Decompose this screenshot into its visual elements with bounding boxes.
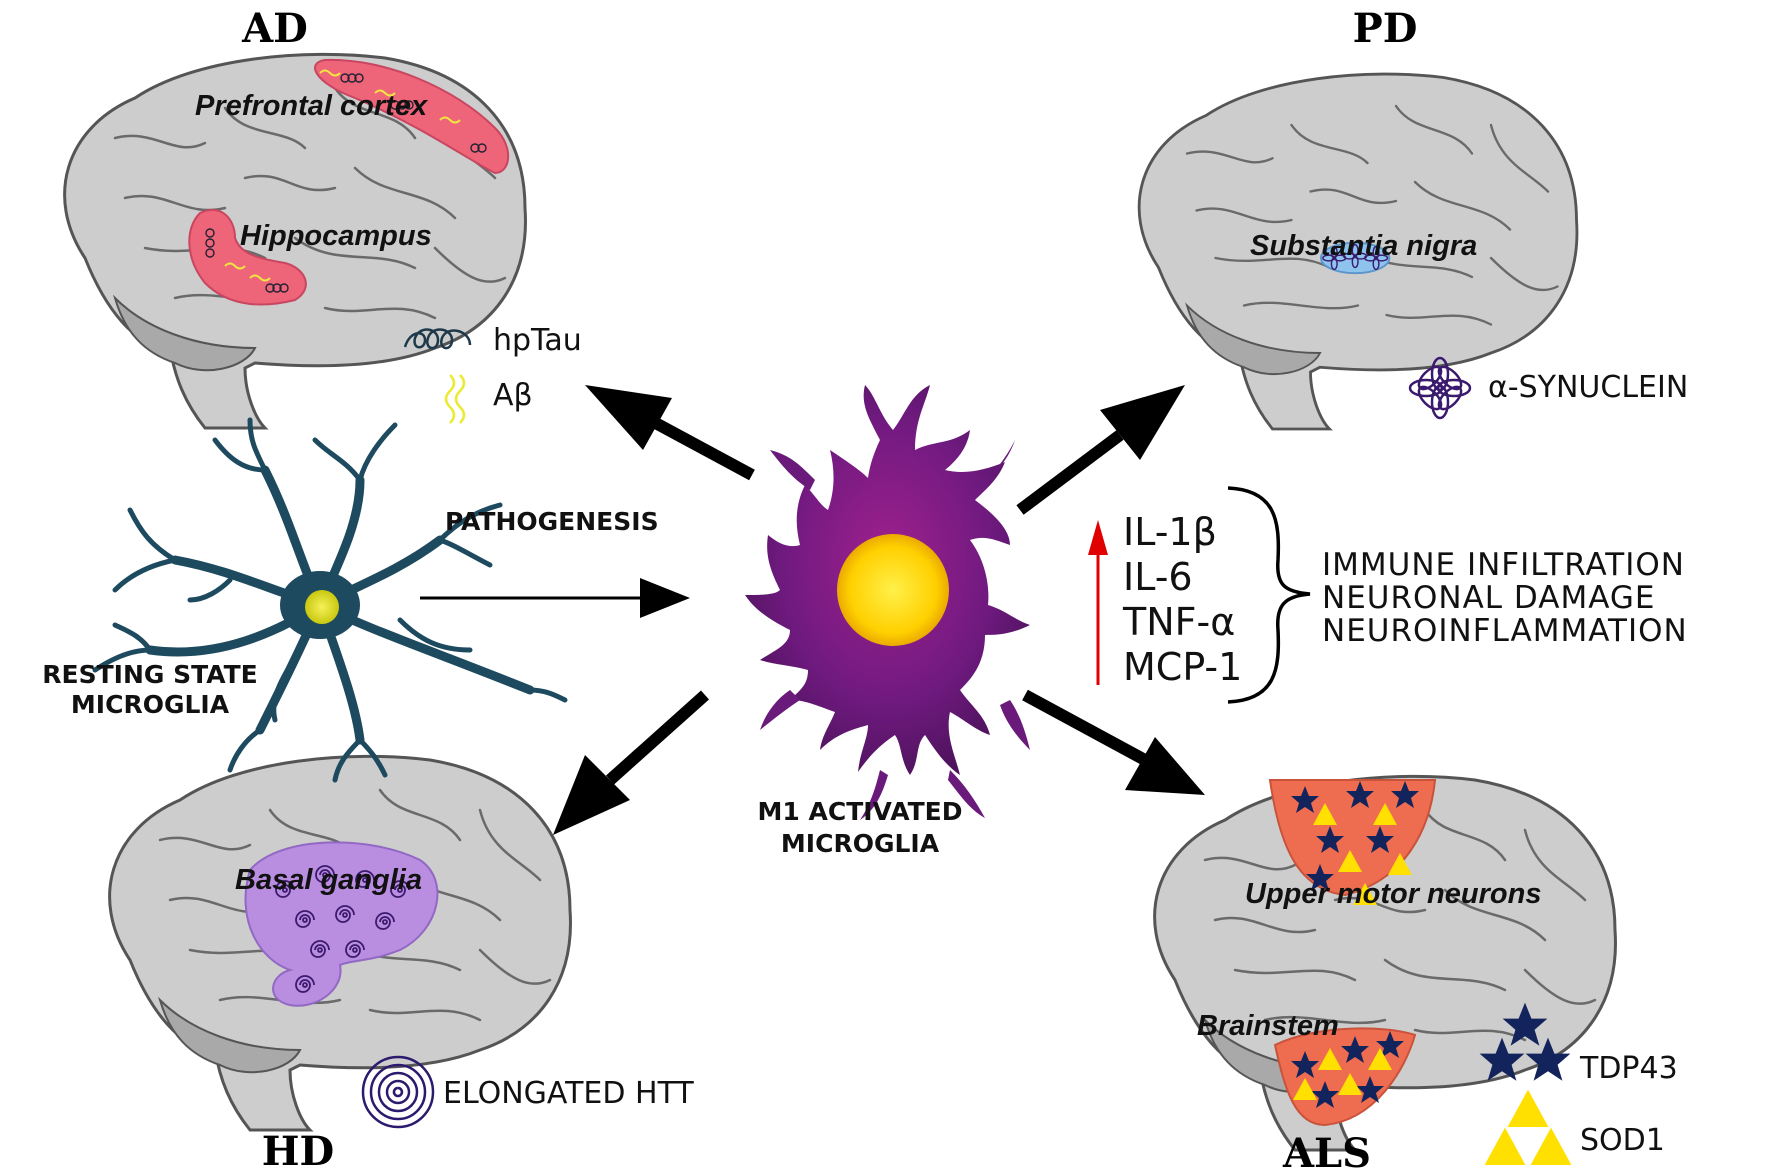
hippocampus-region [188,208,307,306]
curly-brace [1227,486,1311,704]
pd-brain [1137,72,1579,431]
effect-2: NEURONAL DAMAGE [1322,580,1655,616]
sod1-label: SOD1 [1580,1123,1665,1158]
activated-label-line-1: M1 ACTIVATED [758,797,963,826]
activated-label-line-2: MICROGLIA [781,829,940,858]
cytokine-1: IL-1β [1123,510,1217,554]
arrow-to-hd [553,690,710,835]
ad-title: AD [241,5,308,52]
tdp43-label: TDP43 [1579,1051,1678,1086]
abeta-icon [444,374,466,424]
hptau-label: hpTau [493,323,582,358]
als-title: ALS [1282,1130,1371,1174]
effect-1: IMMUNE INFILTRATION [1322,547,1685,583]
hd-brain [108,754,572,1132]
arrow-to-pd [1016,385,1185,515]
ad-region-label-1: Prefrontal cortex [195,90,429,122]
activated-microglia [745,385,1030,820]
effect-3: NEUROINFLAMMATION [1322,613,1688,649]
pathogenesis-label: PATHOGENESIS [445,507,659,536]
resting-label-line-1: RESTING STATE [42,660,258,689]
activated-nucleus [837,534,949,646]
cytokine-3: TNF-α [1122,600,1235,644]
pd-region-label: Substantia nigra [1250,230,1477,262]
hd-region-label: Basal ganglia [235,864,422,896]
als-panel: Upper motor neurons Brainstem TDP43 SOD1… [1153,774,1678,1174]
hd-title: HD [262,1128,334,1174]
elongated-htt-label: ELONGATED HTT [443,1076,694,1111]
prefrontal-cortex-region [314,58,510,175]
cytokine-up-arrow [1088,520,1108,685]
alpha-synuclein-label: α-SYNUCLEIN [1488,370,1688,405]
elongated-htt-icon [361,1055,435,1129]
cytokine-2: IL-6 [1123,555,1193,599]
resting-label-line-2: MICROGLIA [71,690,230,719]
ad-tau-markers [205,73,487,293]
hd-panel: Basal ganglia ELONGATED HTT HD [108,754,694,1174]
arrow-to-als [1022,689,1205,795]
resting-microglia [92,417,568,783]
ad-region-label-2: Hippocampus [240,220,432,252]
als-region-label-1: Upper motor neurons [1245,878,1541,910]
basal-ganglia-region [244,841,439,1007]
abeta-label: Aβ [493,378,533,413]
ad-panel: AD Prefrontal cortex Hippocampus hp [63,5,582,430]
ad-abeta-markers [224,69,461,282]
als-brain [1153,774,1617,1152]
ad-brain [63,52,527,430]
pathogenesis-arrow [420,578,690,618]
pd-panel: PD Substantia nigra α-SYNUCLEIN [1137,5,1688,431]
arrow-to-ad [585,385,755,481]
hptau-icon [403,328,472,350]
cytokine-4: MCP-1 [1123,645,1242,689]
resting-nucleus [305,590,339,624]
alpha-synuclein-icon [1408,356,1472,420]
als-region-label-2: Brainstem [1197,1010,1339,1042]
pd-title: PD [1353,5,1418,52]
sod1-icon [1484,1089,1572,1165]
